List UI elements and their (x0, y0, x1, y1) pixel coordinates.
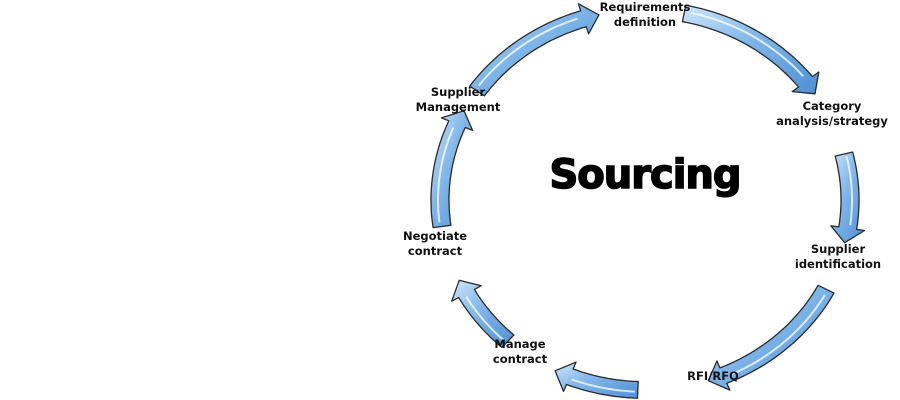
flow-arrow-supplier-management-to-requirements (469, 3, 600, 97)
flow-arrow-negotiate-contract-to-supplier-management (430, 110, 474, 229)
step-negotiate-contract: Negotiate contract (403, 229, 467, 259)
step-label-line2: contract (492, 352, 548, 366)
step-label-line1: RFI/RFQ (687, 369, 739, 383)
arrow-highlight (845, 156, 853, 226)
arrow-highlight (729, 294, 826, 377)
arrow-highlight (465, 296, 506, 342)
step-label-line2: analysis/strategy (776, 114, 888, 128)
step-label-line1: Manage (494, 337, 546, 351)
step-label-line2: contract (407, 244, 463, 258)
arrow-highlight (690, 11, 804, 77)
step-label-line1: Requirements (599, 0, 691, 14)
step-category-analysis: Category analysis/strategy (776, 99, 888, 129)
step-supplier-identification: Supplier identification (795, 242, 881, 272)
flow-arrow-rfi-rfq-to-manage-contract (554, 361, 639, 399)
step-supplier-management: Supplier Management (416, 85, 501, 115)
step-label-line2: Management (415, 100, 501, 114)
step-label-line1: Negotiate (402, 229, 468, 243)
arrow-highlight (437, 127, 455, 223)
step-rfi-rfq: RFI/RFQ (687, 369, 739, 384)
step-label-line1: Category (802, 99, 862, 113)
step-label-line1: Supplier (430, 85, 486, 99)
flow-arrow-requirements-to-category (681, 4, 820, 95)
arrow-highlight (477, 17, 578, 87)
diagram-title: Sourcing (549, 151, 743, 199)
arrow-highlight (571, 378, 635, 393)
step-requirements-definition: Requirements definition (600, 0, 691, 30)
step-label-line2: identification (794, 257, 882, 271)
flow-arrow-category-to-supplier-identification (830, 151, 866, 244)
flow-arrow-supplier-identification-to-rfi-rfq (707, 284, 835, 391)
step-manage-contract: Manage contract (493, 337, 547, 367)
step-label-line1: Supplier (810, 242, 866, 256)
step-label-line2: definition (613, 15, 677, 29)
